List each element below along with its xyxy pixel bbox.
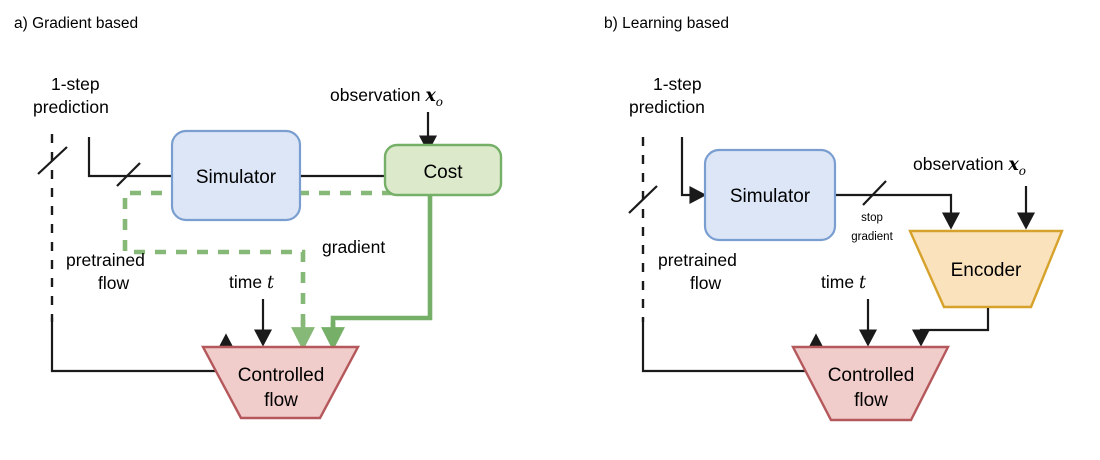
panel-a-cost-label: Cost — [423, 162, 463, 183]
panel-b-pretrained-label-line1: pretrained — [658, 250, 737, 270]
panel-a-controlled-flow-label-line1: Controlled — [238, 365, 325, 386]
panel-b-encoder-to-flow-path — [911, 308, 990, 347]
panel-b-title: b) Learning based — [604, 15, 729, 32]
panel-b-simulator-box — [703, 148, 837, 242]
panel-b-observation-label: observation xo — [913, 154, 1026, 178]
panel-a: a) Gradient based 1-step prediction Simu… — [14, 15, 503, 420]
panel-b-stop-gradient-slash-icon — [862, 180, 887, 206]
panel-a-simulator-label: Simulator — [196, 167, 277, 188]
panel-b-one-step-label-line1: 1-step — [653, 74, 702, 94]
panel-a-cost-box — [383, 143, 503, 197]
panel-a-controlled-flow-shape — [200, 345, 361, 420]
panel-a-gradient-label: gradient — [322, 237, 385, 257]
panel-b: b) Learning based 1-step prediction Simu… — [604, 15, 1064, 422]
panel-a-one-step-label-line2: prediction — [33, 97, 109, 117]
panel-b-pretrained-flow-path — [641, 318, 816, 373]
panel-a-time-label: time t — [229, 272, 275, 293]
panel-b-pretrained-label-line2: flow — [690, 273, 721, 293]
panel-b-controlled-flow-label-line1: Controlled — [828, 365, 915, 386]
panel-a-prediction-to-simulator-path — [87, 137, 173, 178]
panel-a-pretrained-flow-path — [50, 318, 226, 373]
panel-b-simulator-label: Simulator — [730, 186, 811, 207]
panel-b-prediction-to-simulator-arrow — [680, 137, 707, 205]
panel-a-prediction-slash-icon — [116, 162, 141, 187]
panel-a-observation-label: observation xo — [330, 85, 443, 109]
panel-b-encoder-shape — [908, 229, 1064, 309]
panel-a-gradient-solid-path — [330, 195, 433, 331]
panel-a-pretrained-label-line2: flow — [98, 273, 129, 293]
panel-b-controlled-flow-shape — [791, 345, 950, 422]
panel-b-stop-gradient-label-line2: gradient — [851, 231, 893, 243]
panel-b-time-label: time t — [821, 272, 867, 293]
panel-b-simulator-to-encoder-path — [836, 193, 961, 230]
panel-b-controlled-flow-label-line2: flow — [854, 390, 888, 411]
panel-a-one-step-label-line1: 1-step — [51, 74, 100, 94]
panel-a-controlled-flow-label-line2: flow — [264, 390, 298, 411]
panel-b-encoder-label: Encoder — [951, 260, 1022, 281]
panel-a-trajectory-slash-icon — [37, 146, 68, 175]
panel-b-one-step-label-line2: prediction — [629, 97, 705, 117]
panel-a-pretrained-label-line1: pretrained — [66, 250, 145, 270]
panel-a-simulator-box — [170, 129, 302, 222]
panel-b-stop-gradient-label-line1: stop — [861, 212, 883, 224]
panel-b-trajectory-slash-icon — [628, 185, 658, 214]
panel-a-title: a) Gradient based — [14, 15, 138, 32]
